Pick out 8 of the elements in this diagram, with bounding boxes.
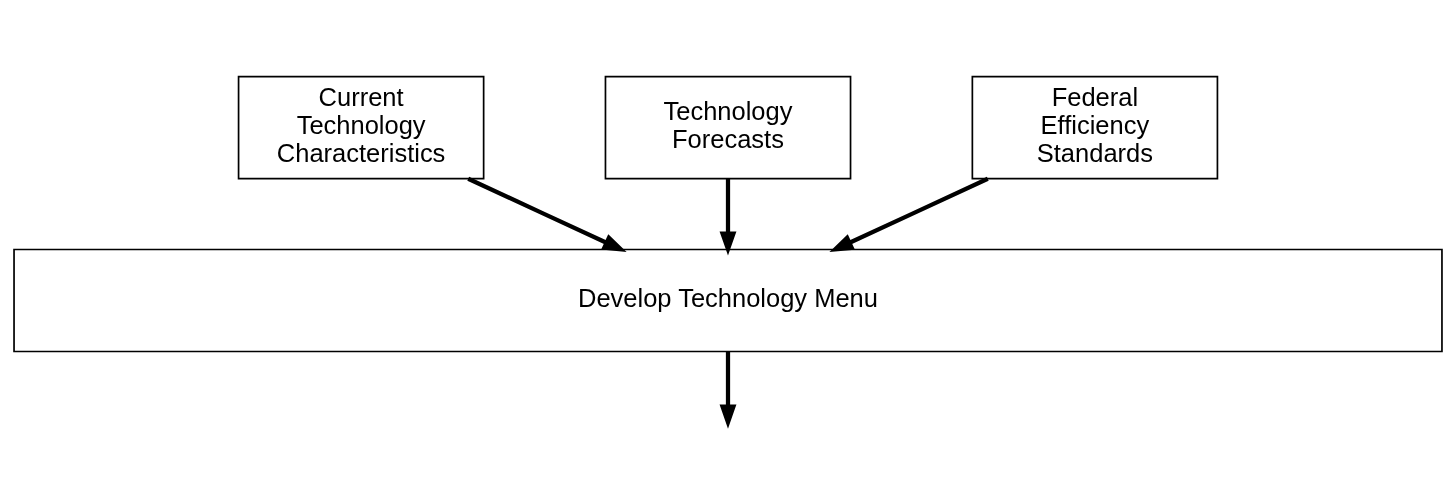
node-box: Develop Technology Menu xyxy=(13,248,1443,352)
arrow xyxy=(467,176,627,252)
node-box: Federal Efficiency Standards xyxy=(971,75,1219,179)
arrow xyxy=(719,178,737,256)
node-box: Current Technology Characteristics xyxy=(237,75,485,179)
arrow xyxy=(829,176,989,252)
node-box: Technology Forecasts xyxy=(604,75,852,179)
arrow xyxy=(719,351,737,429)
